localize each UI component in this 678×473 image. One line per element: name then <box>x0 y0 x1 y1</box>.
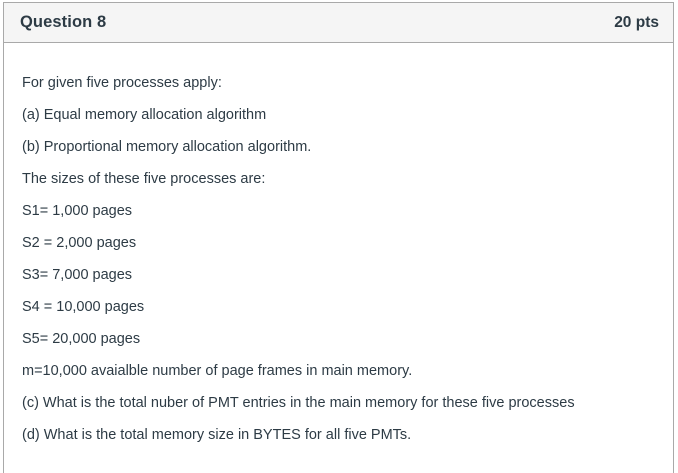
question-title: Question 8 <box>20 13 107 31</box>
question-text-line: The sizes of these five processes are: <box>22 171 266 187</box>
question-text-line: (c) What is the total nuber of PMT entri… <box>22 395 575 411</box>
question-header: Question 8 20 pts <box>4 3 673 43</box>
question-card: Question 8 20 pts For given five process… <box>3 2 674 473</box>
question-text-line: S2 = 2,000 pages <box>22 235 137 251</box>
question-text-line: S5= 20,000 pages <box>22 331 141 347</box>
question-text-line: For given five processes apply: <box>22 75 222 91</box>
question-points-badge: 20 pts <box>614 13 659 31</box>
question-text-line: (b) Proportional memory allocation algor… <box>22 139 312 155</box>
question-body: For given five processes apply: (a) Equa… <box>4 43 673 467</box>
question-text-line: m=10,000 avaialble number of page frames… <box>22 363 413 379</box>
question-text-line: S3= 7,000 pages <box>22 267 133 283</box>
question-text-line: S4 = 10,000 pages <box>22 299 145 315</box>
question-text-line: (d) What is the total memory size in BYT… <box>22 427 412 443</box>
question-text-line: (a) Equal memory allocation algorithm <box>22 107 267 123</box>
question-text-line: S1= 1,000 pages <box>22 203 133 219</box>
